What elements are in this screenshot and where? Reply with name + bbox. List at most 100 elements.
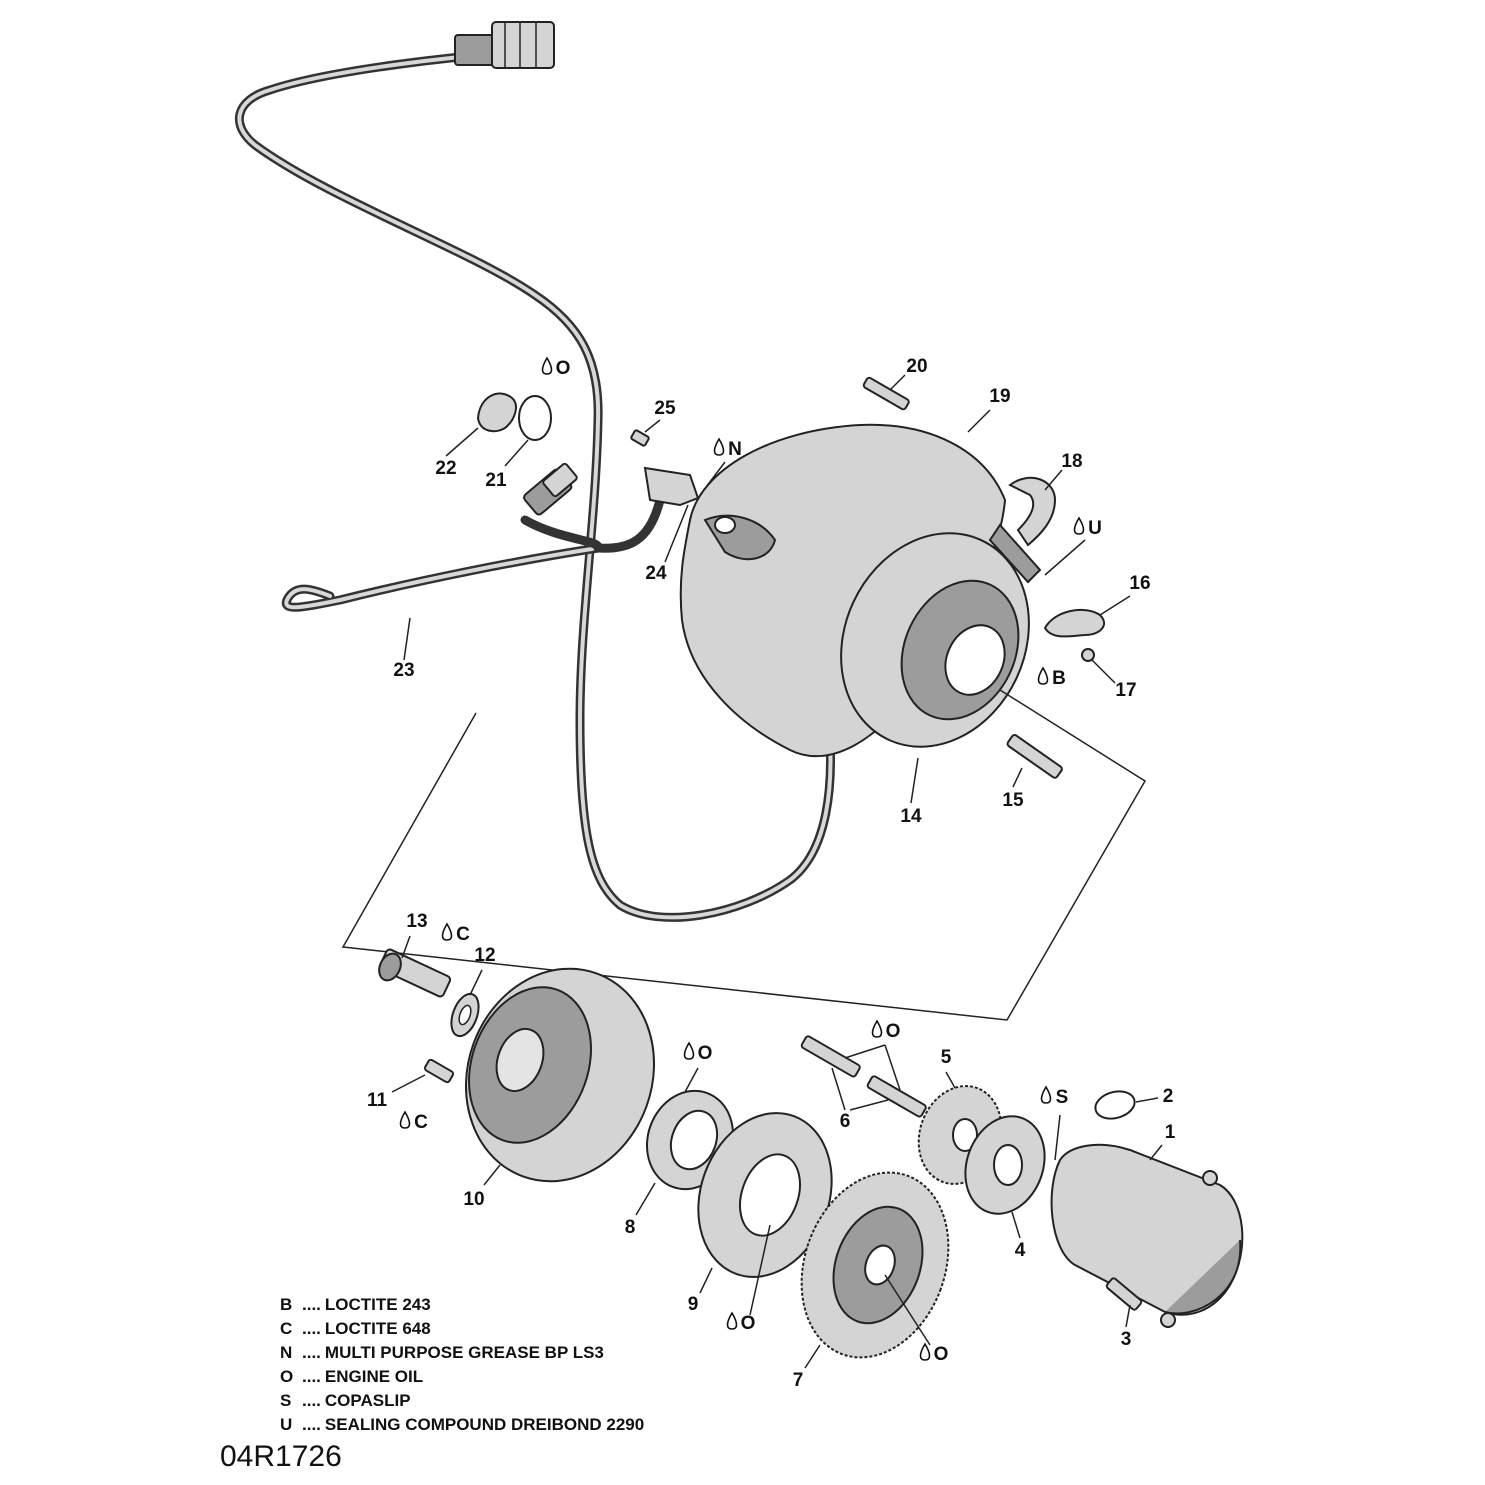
lube-mark-o-21: O xyxy=(541,356,571,379)
lube-code: C xyxy=(414,1112,428,1133)
bolt-part-3 xyxy=(1105,1277,1143,1328)
starter-motor-part-1 xyxy=(1050,1143,1244,1328)
wiring-harness-part-23 xyxy=(234,21,836,922)
gear-part-7 xyxy=(800,1171,950,1369)
legend-separator: .... xyxy=(302,1415,321,1434)
callout-19: 19 xyxy=(989,386,1010,407)
droplet-icon xyxy=(541,356,553,375)
lube-mark-c-11: C xyxy=(399,1110,428,1133)
callout-4: 4 xyxy=(1015,1240,1026,1261)
droplet-icon xyxy=(441,922,453,941)
callout-5: 5 xyxy=(941,1047,952,1068)
callout-13: 13 xyxy=(406,911,427,932)
legend-text: MULTI PURPOSE GREASE BP LS3 xyxy=(324,1343,604,1362)
legend-text: SEALING COMPOUND DREIBOND 2290 xyxy=(324,1415,645,1434)
legend-text: ENGINE OIL xyxy=(324,1367,424,1386)
legend-row-c: C....LOCTITE 648 xyxy=(280,1317,644,1341)
callout-9: 9 xyxy=(688,1294,699,1315)
legend-row-s: S....COPASLIP xyxy=(280,1389,644,1413)
lube-code: O xyxy=(698,1043,713,1064)
legend-code: B xyxy=(280,1295,293,1314)
legend-code: S xyxy=(280,1391,292,1410)
droplet-icon xyxy=(726,1311,738,1330)
bolt-part-20 xyxy=(862,374,910,411)
flywheel-part-10 xyxy=(464,967,656,1186)
lube-mark-u-18: U xyxy=(1073,516,1102,539)
gear-part-4 xyxy=(964,1115,1046,1239)
callout-10: 10 xyxy=(463,1189,484,1210)
lube-mark-o-6: O xyxy=(871,1019,900,1042)
cap-part-22 xyxy=(445,392,517,457)
lubricant-markers: O N U B C C O O S O O xyxy=(399,356,1102,1365)
legend-separator: .... xyxy=(302,1391,321,1410)
legend-code: O xyxy=(280,1367,294,1386)
lube-code: S xyxy=(1056,1087,1069,1108)
part-callouts: 1234567891011121314151617181920212223242… xyxy=(367,356,1176,1391)
droplet-icon xyxy=(1073,516,1085,535)
legend-code: C xyxy=(280,1319,293,1338)
legend-text: LOCTITE 243 xyxy=(324,1295,431,1314)
clip-part-18 xyxy=(988,469,1086,584)
callout-7: 7 xyxy=(793,1370,804,1391)
legend-code: N xyxy=(280,1343,293,1362)
lube-code: O xyxy=(934,1344,949,1365)
legend-separator: .... xyxy=(302,1367,321,1386)
lube-code: N xyxy=(728,439,742,460)
pins-part-6 xyxy=(800,1035,927,1118)
lube-mark-n-24: N xyxy=(713,437,742,460)
droplet-icon xyxy=(713,437,725,456)
legend-text: COPASLIP xyxy=(324,1391,411,1410)
lube-mark-o-7: O xyxy=(919,1342,949,1365)
callout-25: 25 xyxy=(654,398,676,419)
screw-part-17 xyxy=(1081,648,1116,684)
callout-11: 11 xyxy=(367,1090,388,1111)
droplet-icon xyxy=(683,1041,695,1060)
legend-code: U xyxy=(280,1415,293,1434)
lube-mark-b-17: B xyxy=(1037,666,1066,689)
callout-18: 18 xyxy=(1061,451,1082,472)
callout-8: 8 xyxy=(625,1217,636,1238)
legend-row-u: U....SEALING COMPOUND DREIBOND 2290 xyxy=(280,1413,644,1437)
callout-21: 21 xyxy=(485,470,507,491)
lube-code: C xyxy=(456,924,470,945)
lube-mark-o-9: O xyxy=(726,1311,756,1334)
callout-16: 16 xyxy=(1129,573,1150,594)
lube-code: U xyxy=(1088,518,1102,539)
detail-frame xyxy=(341,689,1147,1021)
legend-separator: .... xyxy=(302,1295,321,1314)
washer-part-12 xyxy=(450,969,483,1038)
sensor-part-24 xyxy=(643,461,726,563)
figure-reference: 04R1726 xyxy=(220,1440,342,1473)
callout-24: 24 xyxy=(645,563,667,584)
o-ring-part-21 xyxy=(504,395,552,467)
droplet-icon xyxy=(1040,1085,1052,1104)
screw-part-25 xyxy=(630,419,661,447)
grommet-part-16 xyxy=(1043,595,1131,638)
lube-code: B xyxy=(1052,668,1066,689)
legend-text: LOCTITE 648 xyxy=(324,1319,431,1338)
lube-code: O xyxy=(741,1313,756,1334)
droplet-icon xyxy=(1037,666,1049,685)
o-ring-part-2 xyxy=(1054,1090,1159,1161)
legend-separator: .... xyxy=(302,1343,321,1362)
callout-17: 17 xyxy=(1115,680,1136,701)
screw-part-11 xyxy=(391,1058,455,1093)
callout-3: 3 xyxy=(1121,1329,1132,1350)
callout-14: 14 xyxy=(900,806,922,827)
lube-mark-o-8: O xyxy=(683,1041,713,1064)
callout-20: 20 xyxy=(906,356,927,377)
bolt-part-15 xyxy=(1006,734,1063,788)
lube-mark-c-13: C xyxy=(441,922,470,945)
legend-row-o: O....ENGINE OIL xyxy=(280,1365,644,1389)
legend-row-b: B....LOCTITE 243 xyxy=(280,1293,644,1317)
sensor-connector xyxy=(523,462,578,516)
callout-12: 12 xyxy=(474,945,495,966)
callout-15: 15 xyxy=(1002,790,1024,811)
callout-1: 1 xyxy=(1165,1122,1176,1143)
lube-code: O xyxy=(556,358,571,379)
droplet-icon xyxy=(919,1342,931,1361)
callout-22: 22 xyxy=(435,458,456,479)
stator-part-14 xyxy=(840,532,1030,804)
ring-part-9 xyxy=(697,1112,833,1316)
